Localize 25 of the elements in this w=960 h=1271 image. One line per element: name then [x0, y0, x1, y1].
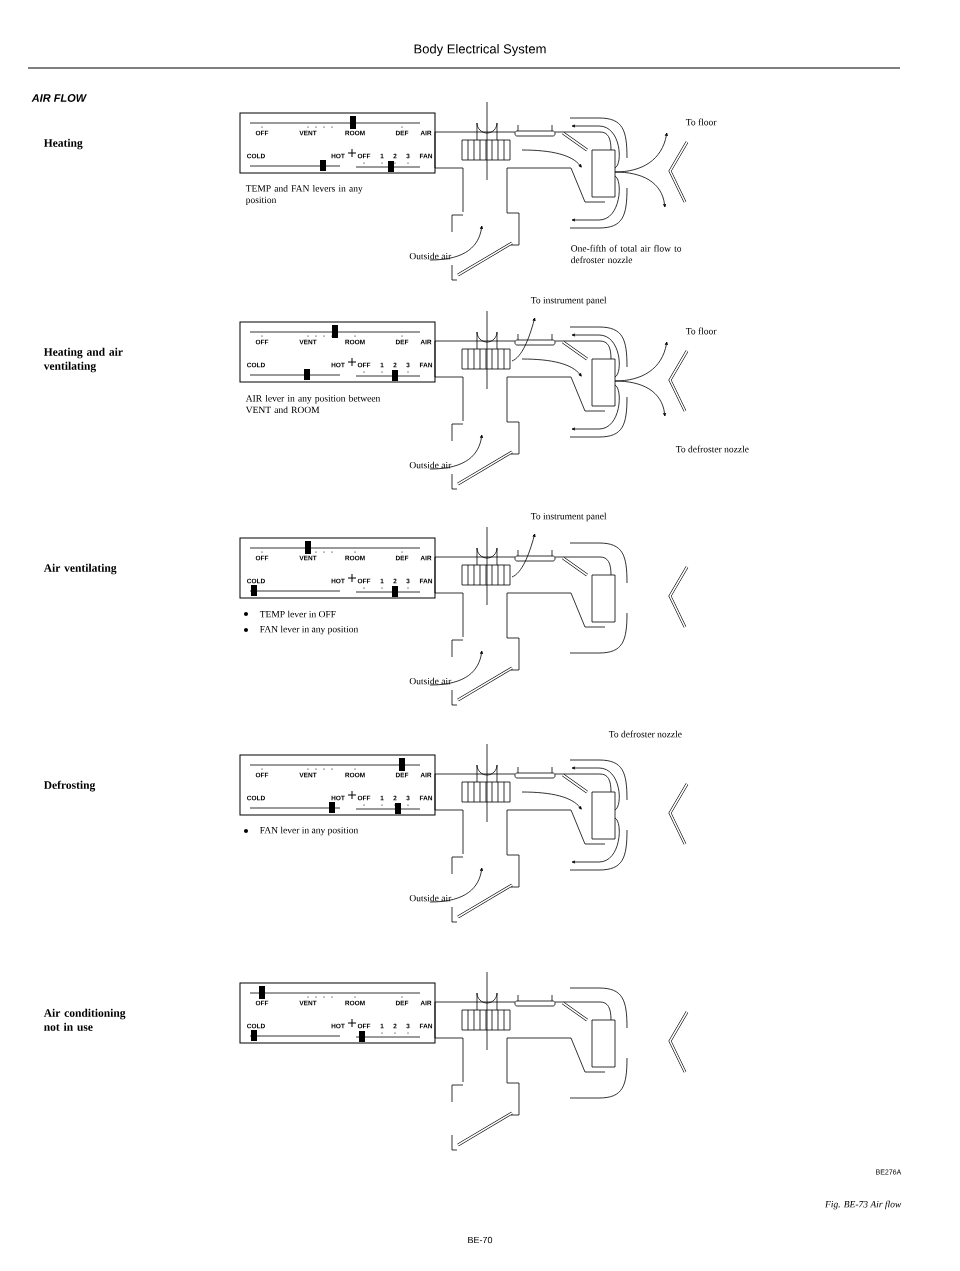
section-heading: Heating: [43, 138, 83, 150]
airflow-label: Outside air: [409, 252, 452, 260]
airflow-label: To defroster nozzle: [608, 730, 682, 738]
section-heading: Air conditioning not in use: [43, 1008, 126, 1031]
airflow-label: To floor: [685, 118, 717, 126]
section-heading: Air ventilating: [43, 563, 117, 575]
section-heading: AIR FLOW: [31, 94, 87, 102]
page-number: BE-70: [468, 1236, 493, 1244]
section-heading: Defrosting: [43, 780, 96, 792]
airflow-label: To instrument panel: [530, 296, 607, 306]
bullet-item: FAN lever in any position: [260, 625, 359, 635]
airflow-label: One-fifth of total air flow to defroster nozzle: [571, 244, 682, 264]
airflow-label: To floor: [685, 327, 717, 335]
figure-caption: Fig. BE-73 Air flow: [824, 1200, 902, 1210]
airflow-label: Outside air: [409, 894, 452, 902]
section-heading: Heating and air ventilating: [43, 347, 123, 373]
airflow-label: Outside air: [409, 677, 452, 685]
airflow-label: To defroster nozzle: [675, 445, 749, 453]
instruction-text: AIR lever in any position between VENT and ROOM: [245, 394, 381, 414]
airflow-label: Outside air: [409, 461, 452, 469]
airflow-label: To instrument panel: [530, 512, 607, 522]
bullet-item: TEMP lever in OFF: [259, 610, 336, 618]
page-title: Body Electrical System: [414, 43, 546, 57]
bullet-item: FAN lever in any position: [260, 826, 359, 836]
instruction-text: TEMP and FAN levers in any position: [245, 184, 363, 206]
